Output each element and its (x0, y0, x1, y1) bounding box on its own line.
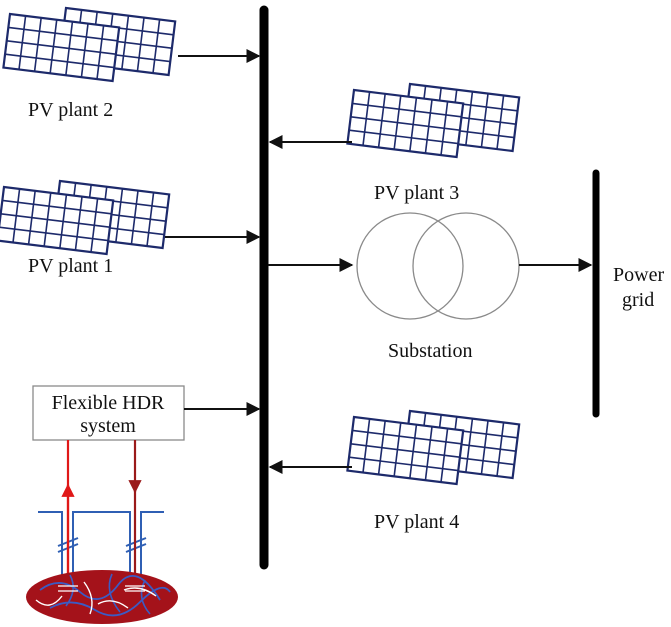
geothermal-reservoir-icon (26, 570, 178, 624)
pv-plant-3-panels (347, 84, 519, 157)
power-grid-label-line1: Power (613, 264, 664, 286)
geothermal-wells (38, 440, 164, 585)
pv-plant-4-label: PV plant 4 (374, 511, 459, 533)
pv-plant-4-panels (347, 411, 519, 484)
substation-label: Substation (388, 340, 472, 362)
pv-plant-2-panels (3, 8, 175, 81)
pv-plant-2-label: PV plant 2 (28, 99, 113, 121)
hdr-system-box (32, 385, 185, 441)
pv-plant-1-panels (0, 181, 169, 254)
hdr-label-line2: system (80, 415, 136, 437)
pv-plant-3-label: PV plant 3 (374, 182, 459, 204)
hdr-label-line1: Flexible HDR (52, 392, 165, 414)
pv-plant-1-label: PV plant 1 (28, 255, 113, 277)
power-grid-label-line2: grid (622, 289, 654, 311)
two-winding-transformer-icon (356, 212, 520, 320)
